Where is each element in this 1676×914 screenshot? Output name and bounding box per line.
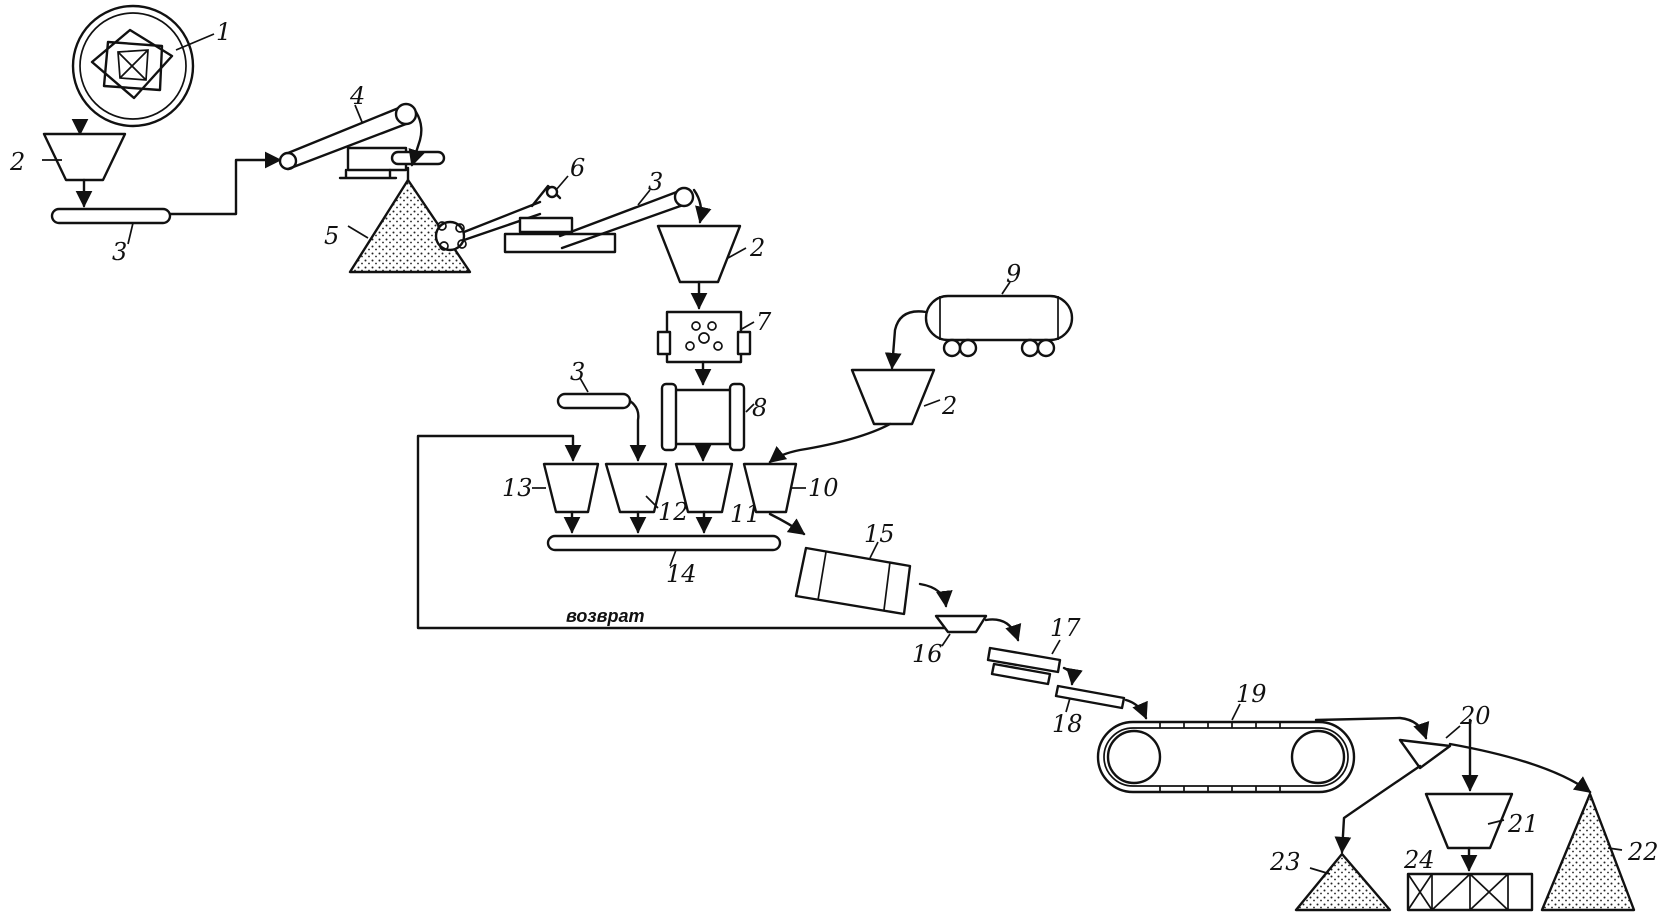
label-8: 8 — [752, 394, 767, 422]
label-3c: 3 — [570, 358, 585, 386]
conveyor-3c — [556, 377, 647, 462]
kiln-15 — [794, 541, 953, 616]
conveyor-18 — [1054, 684, 1148, 720]
bin-11 — [674, 462, 734, 534]
hopper-21 — [1424, 792, 1514, 872]
raw-material-source — [71, 4, 215, 128]
return-line — [416, 434, 954, 630]
label-3b: 3 — [648, 168, 663, 196]
cooler-conveyor-19 — [1096, 703, 1430, 794]
label-12: 12 — [658, 498, 689, 526]
flow-line — [768, 422, 892, 464]
conveyor-14 — [546, 534, 782, 567]
label-17: 17 — [1050, 614, 1081, 642]
hopper-2a — [42, 132, 127, 182]
label-2c: 2 — [941, 392, 957, 420]
bin-13 — [532, 462, 600, 534]
reclaimer-6 — [434, 175, 574, 252]
conveyor-3a — [50, 207, 172, 245]
label-1: 1 — [216, 18, 231, 46]
label-23: 23 — [1269, 848, 1301, 876]
label-13: 13 — [502, 474, 533, 502]
hopper-2c — [850, 368, 941, 426]
label-24: 24 — [1403, 846, 1435, 874]
distributor-20 — [1334, 718, 1592, 854]
rail-tank-car-9 — [884, 281, 1074, 370]
feeder-17 — [986, 639, 1083, 686]
label-20: 20 — [1459, 702, 1491, 730]
separator-16 — [934, 614, 1022, 647]
bin-12 — [604, 462, 668, 534]
label-10: 10 — [808, 474, 839, 502]
label-5: 5 — [324, 222, 339, 250]
mill-8 — [660, 382, 755, 452]
return-label: возврат — [566, 606, 645, 626]
conveyor-3b — [503, 186, 712, 254]
stacker-conveyor-4 — [278, 102, 446, 180]
crusher-7 — [656, 310, 755, 364]
label-15: 15 — [864, 520, 895, 548]
label-22: 22 — [1627, 838, 1659, 866]
flow-line — [168, 151, 282, 216]
label-9: 9 — [1006, 260, 1021, 288]
stockpile-5 — [347, 166, 472, 274]
label-6: 6 — [570, 154, 585, 182]
label-14: 14 — [666, 560, 697, 588]
label-3a: 3 — [112, 238, 127, 266]
label-19: 19 — [1236, 680, 1267, 708]
label-16: 16 — [912, 640, 943, 668]
bin-10 — [742, 462, 806, 536]
label-2b: 2 — [749, 234, 765, 262]
stockpile-22 — [1540, 792, 1636, 912]
hopper-2b — [656, 224, 747, 284]
label-7: 7 — [756, 308, 772, 336]
label-21: 21 — [1507, 810, 1539, 838]
packaging-24 — [1406, 872, 1534, 912]
label-4: 4 — [349, 82, 365, 110]
stockpile-23 — [1294, 852, 1392, 912]
label-18: 18 — [1052, 710, 1083, 738]
label-2a: 2 — [9, 148, 25, 176]
